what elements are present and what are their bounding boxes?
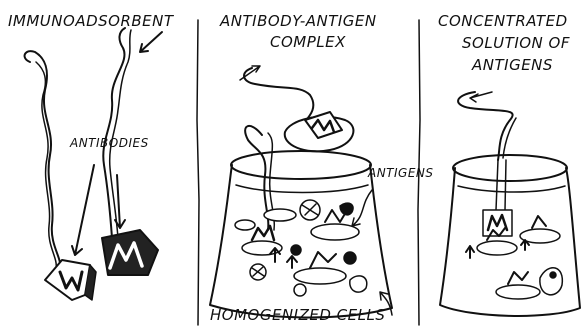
antibody-arrow-1 [72, 165, 94, 255]
beaker-rim-p2 [231, 151, 371, 179]
divider-left [197, 20, 199, 325]
panel-1-drawing [25, 28, 162, 300]
label-concentrated: CONCENTRATED [438, 12, 568, 30]
panel-3-drawing [440, 92, 580, 316]
label-solution-of: SOLUTION OF [462, 34, 570, 52]
label-antibody-antigen: ANTIBODY-ANTIGEN [220, 12, 377, 30]
antigens-arrow [352, 190, 372, 226]
label-homogenized-cells: HOMOGENIZED CELLS [210, 306, 385, 324]
beaker-contents-p2 [235, 200, 367, 296]
label-antibodies: ANTIBODIES [70, 136, 149, 150]
beaker-rim-p3 [453, 155, 567, 181]
pointer-arrow-p1 [140, 32, 162, 52]
beaker-p2 [210, 165, 392, 317]
label-antigens-p3: ANTIGENS [472, 56, 553, 74]
bead-strand-left [25, 51, 61, 268]
antibody-block-left [45, 260, 90, 300]
label-antigens: ANTIGENS [368, 166, 434, 180]
beaker-contents-p3 [466, 210, 562, 299]
label-immunoadsorbent: IMMUNOADSORBENT [8, 12, 174, 30]
label-complex: COMPLEX [270, 33, 346, 51]
panel-2-drawing [210, 66, 392, 317]
